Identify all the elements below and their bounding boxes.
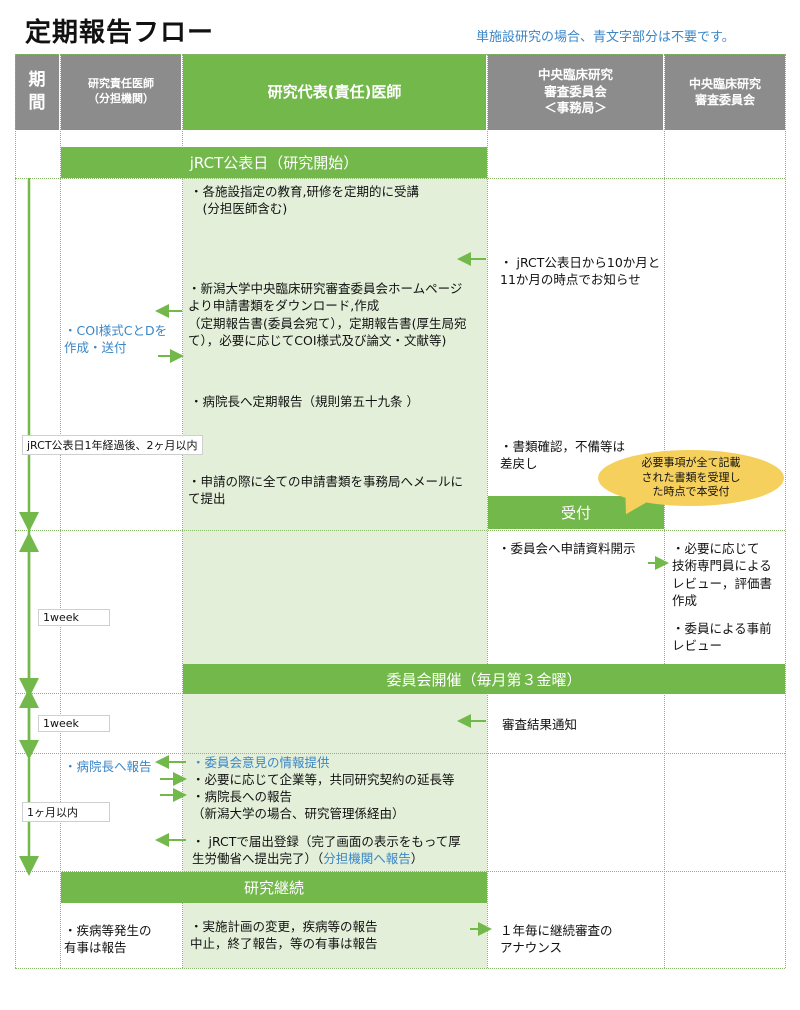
header-investigator: 研究責任医師 （分担機関） [61, 54, 181, 130]
grid-line [182, 54, 183, 968]
annual-review-text: １年毎に継続審査の アナウンス [500, 923, 613, 956]
training-text: ・各施設指定の教育,研修を定期的に受講 (分担医師含む) [190, 184, 419, 217]
header-representative: 研究代表(責任)医師 [183, 54, 486, 130]
report-director-text: ・病院長へ報告 [64, 759, 152, 774]
jrct-register-main: ・ jRCTで届出登録（完了画面の表示をもって厚 生労働省へ提出完了）（ [192, 834, 461, 867]
grid-line [487, 54, 488, 968]
grid-line [15, 968, 785, 969]
bar-publication: jRCT公表日（研究開始） [61, 147, 487, 178]
grid-line [15, 54, 785, 55]
grid-line [15, 530, 785, 531]
email-text: ・申請の際に全ての申請書類を事務局へメールに て提出 [188, 474, 464, 507]
period-label-week2: 1week [38, 715, 110, 732]
check-text: ・書類確認，不備等は 差戻し [500, 439, 626, 472]
disease-report-text: ・疾病等発生の 有事は報告 [64, 923, 152, 956]
bar-continuation: 研究継続 [61, 872, 487, 903]
director-report-text: ・病院長へ定期報告（規則第五十九条 ） [190, 394, 419, 409]
opinion-text: ・委員会意見の情報提供 [192, 755, 330, 770]
grid-line [15, 871, 785, 872]
download-text: ・新潟大学中央臨床研究審査委員会ホームページ より申請書類をダウンロード,作成 … [188, 281, 467, 348]
jrct-register-end: ） [410, 851, 424, 867]
header-committee: 中央臨床研究 審査委員会 [665, 54, 785, 130]
grid-line [15, 753, 785, 754]
representative-column-bg [183, 178, 487, 968]
grid-line [15, 54, 16, 968]
page-title: 定期報告フロー [25, 18, 215, 48]
expert-review-text: ・必要に応じて 技術専門員による レビュー，評価書 作成 [672, 541, 773, 608]
grid-line [60, 54, 61, 968]
bar-meeting: 委員会開催（毎月第３金曜） [183, 664, 785, 694]
hospital-report-text: ・病院長への報告 （新潟大学の場合、研究管理係経由） [192, 789, 405, 822]
grid-line [15, 178, 785, 179]
result-notice-text: 審査結果通知 [502, 717, 578, 732]
notice-text: ・ jRCT公表日から10か月と 11か月の時点でお知らせ [500, 255, 661, 288]
period-arrows [19, 178, 39, 876]
prereview-text: ・委員による事前 レビュー [672, 621, 772, 654]
header-note: 単施設研究の場合、青文字部分は不要です。 [476, 30, 735, 45]
extension-text: ・必要に応じて企業等，共同研究契約の延長等 [192, 772, 455, 787]
period-label-week1: 1week [38, 609, 110, 626]
changes-text: ・実施計画の変更，疾病等の報告 中止，終了報告，等の有事は報告 [190, 919, 378, 952]
jrct-register-text: ・ jRCTで届出登録（完了画面の表示をもって厚 生労働省へ提出完了）（分担機関… [192, 833, 486, 868]
grid-line [785, 54, 786, 968]
period-label-first: jRCT公表日1年経過後、2ヶ月以内 [22, 435, 203, 455]
reception-callout: 必要事項が全て記載 された書類を受理し た時点で本受付 [598, 450, 784, 506]
header-period: 期 間 [15, 54, 59, 130]
coi-text: ・COI様式CとDを 作成・送付 [64, 323, 168, 356]
header-secretariat: 中央臨床研究 審査委員会 ＜事務局＞ [488, 54, 663, 130]
disclose-text: ・委員会へ申請資料開示 [498, 541, 636, 556]
period-label-month: 1ヶ月以内 [22, 802, 110, 822]
bar-reception: 受付 [488, 496, 664, 529]
grid-line [664, 54, 665, 968]
jrct-register-sub: 分担機関へ報告 [323, 851, 411, 867]
